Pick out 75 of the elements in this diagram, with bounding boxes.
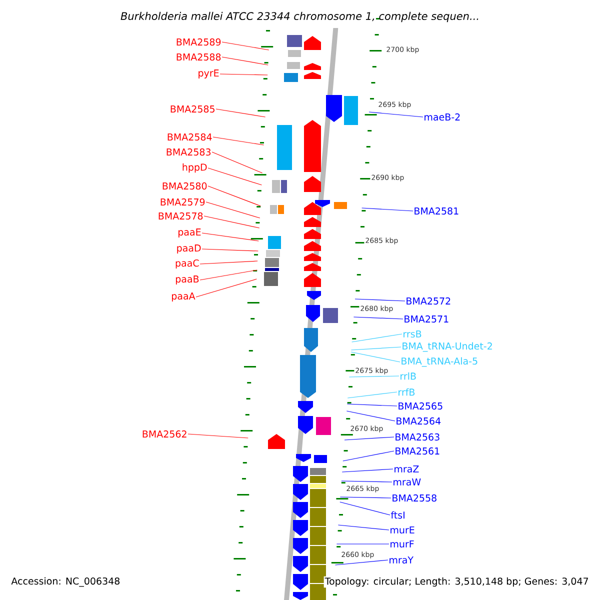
gene-label: BMA2584 — [168, 133, 212, 141]
leader-line — [362, 208, 414, 212]
leader-line — [368, 112, 424, 118]
leader-line — [350, 352, 400, 362]
leader-line — [208, 168, 262, 186]
leader-line — [354, 298, 406, 302]
leader-line — [340, 502, 390, 516]
gene-label: mraY — [390, 556, 414, 564]
leader-line — [204, 216, 260, 228]
gene-label: paaC — [176, 259, 199, 269]
leader-line — [342, 450, 394, 462]
leader-line — [212, 152, 263, 174]
leader-line — [346, 404, 398, 406]
leader-line — [200, 270, 258, 280]
leader-line — [206, 202, 260, 218]
gene-label: paaB — [176, 276, 199, 284]
gene-label: ftsI — [390, 511, 404, 519]
gene-label: BMA2578 — [158, 212, 203, 220]
gene-label: maeB-2 — [424, 113, 460, 121]
footer-text: Accession: NC_006348 — [10, 576, 122, 588]
leader-line — [202, 248, 258, 252]
gene-label: pyrE — [198, 70, 219, 78]
footer-text: Topology: circular; Length: 3,510,148 bp; Genes: 3,047 — [324, 576, 590, 588]
gene-label: BMA2563 — [396, 433, 440, 441]
gene-label: BMA2588 — [176, 53, 221, 61]
leader-line — [220, 74, 268, 76]
gene-label: BMA2580 — [162, 182, 207, 190]
gene-label: paaE — [178, 228, 201, 238]
title: Burkholderia mallei ATCC 23344 chromosome 1, complete sequen... — [120, 12, 478, 22]
gene-label: BMA2585 — [170, 105, 214, 113]
gene-label: BMA2579 — [160, 198, 205, 206]
leader-line — [344, 436, 394, 440]
gene-label: mraW — [394, 478, 421, 486]
leader-line — [352, 334, 402, 342]
gene-label: rrlB — [400, 372, 416, 380]
leader-line — [341, 480, 392, 482]
leader-line — [353, 316, 404, 320]
gene-label: BMA2565 — [398, 402, 442, 410]
leader-line — [216, 108, 266, 118]
leader-line — [222, 56, 268, 66]
leader-line — [334, 560, 388, 566]
gene-label: BMA2571 — [404, 315, 448, 323]
gene-label: BMA2589 — [176, 38, 221, 46]
gene-label: rrsB — [404, 330, 422, 338]
gene-label: BMA2564 — [396, 417, 441, 425]
leader-line — [350, 346, 402, 350]
leader-line — [348, 376, 400, 378]
gene-label: paaD — [177, 244, 201, 254]
gene-label: paaA — [172, 292, 196, 302]
leader-line — [346, 410, 396, 422]
gene-label: BMA2562 — [142, 430, 186, 438]
gene-label: murF — [390, 540, 414, 548]
leader-line — [347, 392, 398, 398]
gene-label: BMA2558 — [392, 494, 436, 502]
leader-line — [188, 434, 248, 438]
leader-line — [342, 468, 394, 472]
gene-label: BMA2572 — [406, 297, 450, 305]
leader-line — [338, 524, 390, 530]
gene-label: BMA2561 — [396, 447, 440, 455]
leader-line — [212, 136, 264, 146]
leader-line — [340, 496, 392, 498]
gene-label: BMA_tRNA-Ala-5 — [402, 357, 478, 367]
leader-line — [208, 186, 261, 206]
gene-label: rrfB — [398, 388, 415, 396]
gene-label: mraZ — [394, 465, 419, 473]
leader-line — [196, 278, 257, 298]
gene-label: hppD — [182, 163, 207, 173]
scale-ruler — [234, 30, 274, 592]
gene-label: BMA2583 — [166, 148, 211, 156]
leader-line — [202, 232, 259, 242]
leader-line — [200, 260, 258, 264]
gene-label: BMA_tRNA-Undet-2 — [402, 342, 492, 352]
gene-label: BMA2581 — [414, 207, 458, 215]
leader-line — [222, 42, 270, 50]
gene-label: murE — [390, 526, 414, 534]
